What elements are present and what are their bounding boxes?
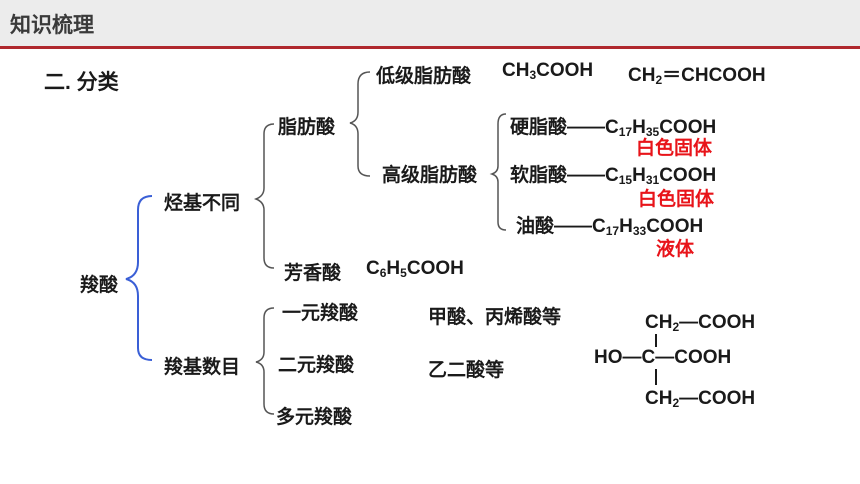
polycarboxylic-label: 多元羧酸 <box>276 407 353 428</box>
citric-middle-group: HO—C—COOH <box>594 347 732 368</box>
oleic-state: 液体 <box>656 239 695 260</box>
palmitic-acid: 软脂酸——C15H31COOH <box>510 165 717 187</box>
carboxyl-brace <box>255 307 275 415</box>
higher-brace <box>489 113 507 231</box>
root-label: 羧酸 <box>80 275 119 296</box>
stearic-name: 硬脂酸 <box>510 117 568 138</box>
monocarboxylic-example: 甲酸、丙烯酸等 <box>428 307 562 328</box>
citric-bottom-group: CH2—COOH <box>645 388 756 410</box>
higher-fatty-label: 高级脂肪酸 <box>382 165 478 186</box>
fatty-acid-label: 脂肪酸 <box>278 117 336 138</box>
dicarboxylic-example: 乙二酸等 <box>428 360 505 381</box>
header-title: 知识梳理 <box>10 14 94 37</box>
aromatic-acid-label: 芳香酸 <box>284 263 342 284</box>
stearic-state: 白色固体 <box>636 138 713 159</box>
dicarboxylic-label: 二元羧酸 <box>278 355 355 376</box>
formula-benzoic-acid: C6H5COOH <box>366 258 464 280</box>
section-title: 二. 分类 <box>44 71 119 94</box>
root-brace <box>125 195 153 361</box>
oleic-acid: 油酸——C17H33COOH <box>516 216 704 238</box>
monocarboxylic-label: 一元羧酸 <box>282 303 359 324</box>
header-bar: 知识梳理 <box>0 0 860 46</box>
header-divider <box>0 46 860 49</box>
formula-acrylic-acid: CH2＝CHCOOH <box>628 65 766 87</box>
palmitic-state: 白色固体 <box>638 189 715 210</box>
citric-top-group: CH2—COOH <box>645 312 756 334</box>
lower-fatty-label: 低级脂肪酸 <box>376 66 472 87</box>
hydrocarbon-label: 烃基不同 <box>164 193 241 214</box>
formula-acetic-acid: CH3COOH <box>502 60 594 82</box>
oleic-name: 油酸 <box>516 216 555 237</box>
carboxyl-count-label: 羧基数目 <box>164 357 241 378</box>
stearic-acid: 硬脂酸——C17H35COOH <box>510 117 717 139</box>
fatty-brace <box>349 71 371 177</box>
hydrocarbon-brace <box>253 123 275 269</box>
palmitic-name: 软脂酸 <box>510 165 568 186</box>
